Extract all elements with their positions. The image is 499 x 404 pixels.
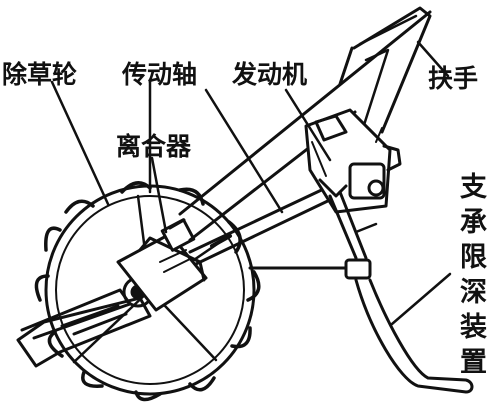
leader-weeding-wheel [50, 80, 110, 206]
label-support-depth-device: 支承限深装置 [460, 172, 487, 378]
leader-engine [284, 88, 332, 162]
clutch-housing [116, 218, 208, 312]
label-weeding-wheel: 除草轮 [2, 60, 78, 89]
support-depth-device [328, 190, 474, 394]
handle [338, 6, 432, 152]
label-clutch: 离合器 [116, 132, 192, 161]
leader-lines [50, 40, 452, 326]
label-handle: 扶手 [428, 64, 479, 93]
leader-clutch [150, 156, 168, 234]
drive-shaft [188, 184, 336, 266]
front-skid [16, 288, 152, 368]
leader-support [390, 272, 452, 326]
leader-drive-shaft [204, 88, 284, 214]
frame [178, 10, 432, 270]
label-drive-shaft: 传动轴 [122, 60, 198, 89]
engine [304, 108, 402, 214]
label-engine: 发动机 [232, 60, 308, 89]
leader-handle [416, 40, 450, 78]
